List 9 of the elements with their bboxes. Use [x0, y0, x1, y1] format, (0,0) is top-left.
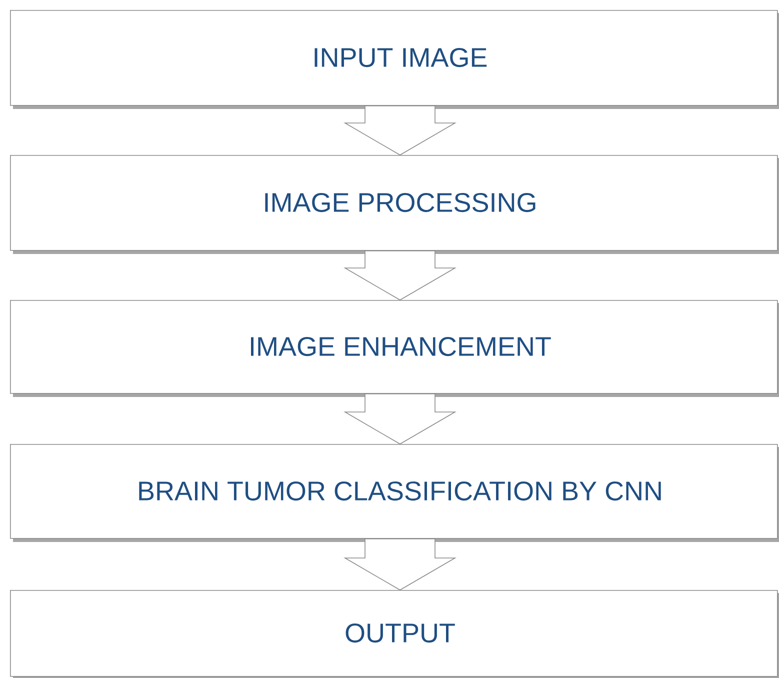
process-box: OUTPUT — [10, 590, 779, 678]
process-box: INPUT IMAGE — [10, 10, 779, 109]
block-arrow — [344, 105, 456, 156]
block-arrow — [344, 538, 456, 590]
process-box: IMAGE ENHANCEMENT — [10, 300, 779, 397]
process-box: BRAIN TUMOR CLASSIFICATION BY CNN — [10, 444, 779, 542]
block-arrow — [344, 393, 456, 444]
block-arrow — [344, 250, 456, 300]
process-box: IMAGE PROCESSING — [10, 155, 779, 254]
